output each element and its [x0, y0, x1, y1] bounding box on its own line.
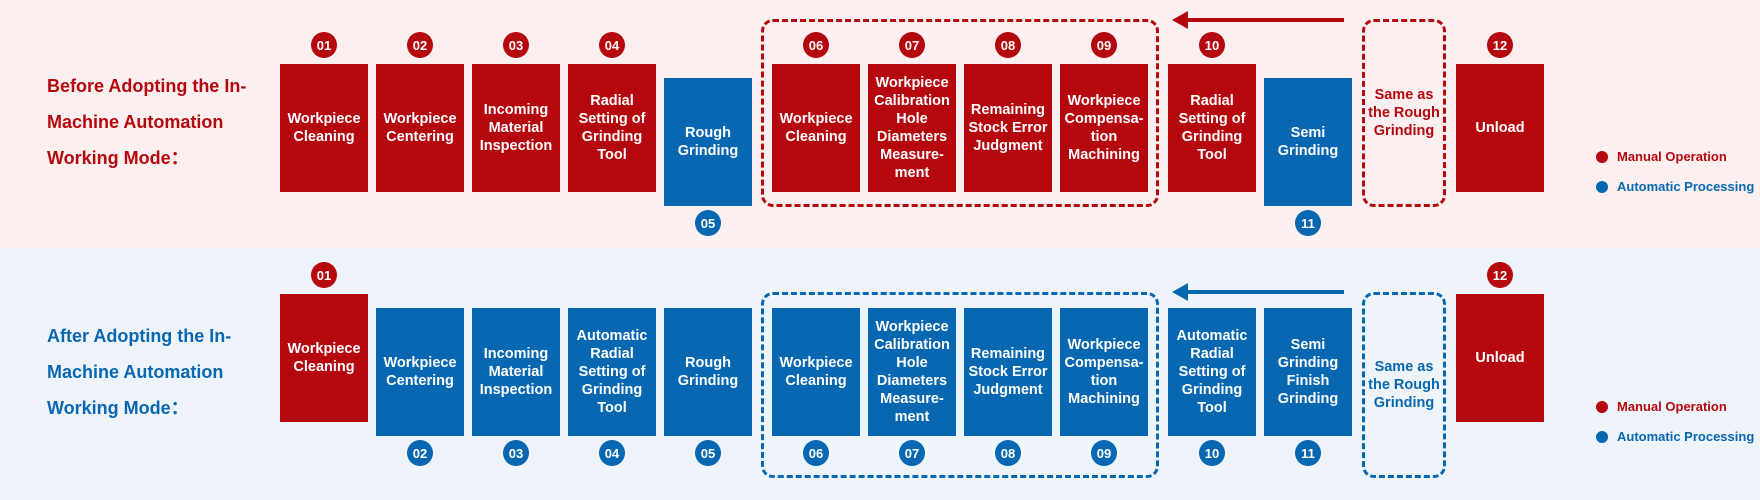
- after-finish-loop-frame: [761, 292, 1159, 478]
- after-step-09-number: 09: [1091, 440, 1117, 466]
- after-step-05-number: 05: [695, 440, 721, 466]
- after-arrow-left-icon: [1172, 283, 1344, 301]
- after-step-06-box: Workpiece Cleaning: [772, 308, 860, 436]
- before-step-04-box: Radial Setting of Grinding Tool: [568, 64, 656, 192]
- before-step-06-box: Workpiece Cleaning: [772, 64, 860, 192]
- before-finish-loop-frame: [761, 19, 1159, 207]
- after-same-as-note: Same as the Rough Grinding: [1362, 292, 1446, 478]
- after-step-01-box: Workpiece Cleaning: [280, 294, 368, 422]
- after-step-02-number: 02: [407, 440, 433, 466]
- before-step-02-number: 02: [407, 32, 433, 58]
- after-step-09-box: Workpiece Compensa- tion Machining: [1060, 308, 1148, 436]
- before-title: Before Adopting the In- Machine Automati…: [47, 76, 247, 168]
- after-step-07-box: Workpiece Calibration Hole Diameters Mea…: [868, 308, 956, 436]
- after-step-06-number: 06: [803, 440, 829, 466]
- before-step-12-number: 12: [1487, 32, 1513, 58]
- legend-manual-label: Manual Operation: [1617, 399, 1727, 414]
- after-legend-automatic: Automatic Processing: [1596, 429, 1754, 444]
- before-step-01-box: Workpiece Cleaning: [280, 64, 368, 192]
- after-step-10-number: 10: [1199, 440, 1225, 466]
- after-step-01-number: 01: [311, 262, 337, 288]
- dot-icon: [1596, 180, 1608, 193]
- before-step-12-box: Unload: [1456, 64, 1544, 192]
- after-step-07-number: 07: [899, 440, 925, 466]
- before-step-09-number: 09: [1091, 32, 1117, 58]
- after-step-11-box: Semi Grinding Finish Grinding: [1264, 308, 1352, 436]
- before-step-07-number: 07: [899, 32, 925, 58]
- before-step-03-box: Incoming Material Inspection: [472, 64, 560, 192]
- before-step-05-number: 05: [695, 210, 721, 236]
- after-step-08-box: Remaining Stock Error Judgment: [964, 308, 1052, 436]
- before-step-06-number: 06: [803, 32, 829, 58]
- before-step-03-number: 03: [503, 32, 529, 58]
- before-legend-manual: Manual Operation: [1596, 149, 1727, 164]
- before-step-09-box: Workpiece Compensa- tion Machining: [1060, 64, 1148, 192]
- before-step-04-number: 04: [599, 32, 625, 58]
- before-legend-automatic: Automatic Processing: [1596, 179, 1754, 194]
- before-step-08-number: 08: [995, 32, 1021, 58]
- before-step-10-box: Radial Setting of Grinding Tool: [1168, 64, 1256, 192]
- after-step-08-number: 08: [995, 440, 1021, 466]
- after-step-12-box: Unload: [1456, 294, 1544, 422]
- before-step-05-box: Rough Grinding: [664, 78, 752, 206]
- after-legend-manual: Manual Operation: [1596, 399, 1727, 414]
- after-step-02-box: Workpiece Centering: [376, 308, 464, 436]
- after-step-04-box: Automatic Radial Setting of Grinding Too…: [568, 308, 656, 436]
- before-arrow-left-icon: [1172, 11, 1344, 29]
- dot-icon: [1596, 430, 1608, 443]
- after-step-03-number: 03: [503, 440, 529, 466]
- before-step-08-box: Remaining Stock Error Judgment: [964, 64, 1052, 192]
- dot-icon: [1596, 400, 1608, 413]
- after-step-04-number: 04: [599, 440, 625, 466]
- legend-automatic-label: Automatic Processing: [1617, 179, 1755, 194]
- after-step-10-box: Automatic Radial Setting of Grinding Too…: [1168, 308, 1256, 436]
- legend-automatic-label: Automatic Processing: [1617, 429, 1755, 444]
- after-step-05-box: Rough Grinding: [664, 308, 752, 436]
- before-step-07-box: Workpiece Calibration Hole Diameters Mea…: [868, 64, 956, 192]
- before-step-11-box: Semi Grinding: [1264, 78, 1352, 206]
- after-step-12-number: 12: [1487, 262, 1513, 288]
- before-step-10-number: 10: [1199, 32, 1225, 58]
- dot-icon: [1596, 150, 1608, 163]
- after-step-03-box: Incoming Material Inspection: [472, 308, 560, 436]
- after-title: After Adopting the In- Machine Automatio…: [47, 326, 232, 418]
- before-same-as-note: Same as the Rough Grinding: [1362, 19, 1446, 207]
- before-step-01-number: 01: [311, 32, 337, 58]
- before-step-11-number: 11: [1295, 210, 1321, 236]
- after-step-11-number: 11: [1295, 440, 1321, 466]
- legend-manual-label: Manual Operation: [1617, 149, 1727, 164]
- before-step-02-box: Workpiece Centering: [376, 64, 464, 192]
